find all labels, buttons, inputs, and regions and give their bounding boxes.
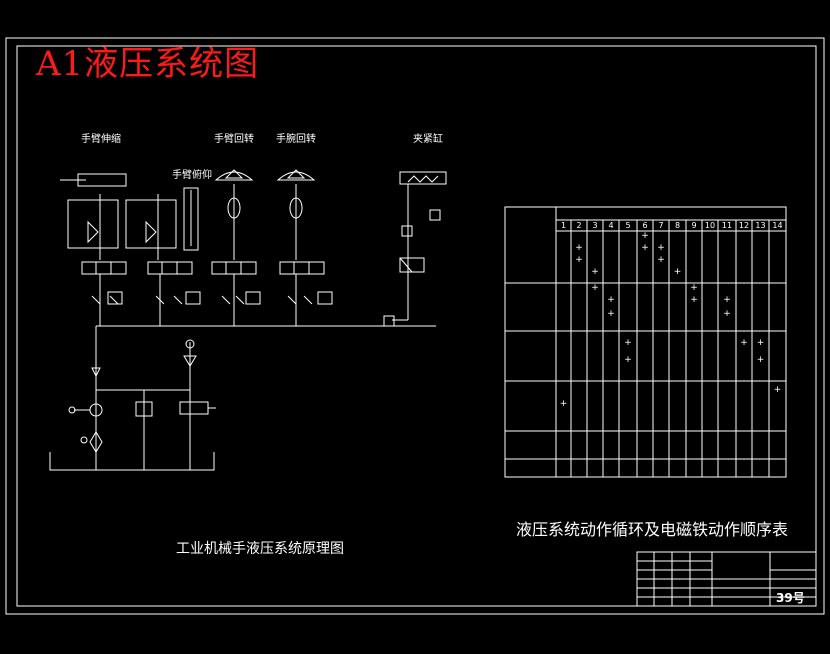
label-clamp: 夹紧缸 <box>413 134 443 145</box>
sequence-mark: + <box>607 309 615 319</box>
sequence-table-column-number: 1 <box>560 221 567 230</box>
sequence-table-column-number: 3 <box>592 221 598 230</box>
sequence-mark: + <box>641 243 649 253</box>
sequence-table-column-number: 10 <box>704 221 716 230</box>
sequence-table-column-number: 7 <box>658 221 664 230</box>
sequence-table-column-number: 12 <box>738 221 750 230</box>
sequence-mark: + <box>657 255 665 265</box>
sequence-mark: + <box>624 355 632 365</box>
sequence-table-column-number: 11 <box>721 221 733 230</box>
circuit-caption: 工业机械手液压系统原理图 <box>176 541 344 557</box>
sequence-table-column-number: 14 <box>772 221 783 230</box>
sequence-mark: + <box>723 295 731 305</box>
sequence-table-column-number: 9 <box>691 221 697 230</box>
sequence-mark: + <box>591 283 599 293</box>
sequence-table-column-number: 13 <box>755 221 766 230</box>
sequence-table-column-number: 2 <box>576 221 582 230</box>
sequence-table-column-number: 8 <box>674 221 681 230</box>
label-wrist-rotate: 手腕回转 <box>276 134 316 145</box>
sequence-table-column-number: 4 <box>608 221 614 230</box>
sequence-table-marks: + + + + + + + + + + + + + + + + + + + + + + <box>560 231 782 409</box>
sequence-mark: + <box>607 295 615 305</box>
sequence-mark: + <box>560 399 568 409</box>
table-caption: 液压系统动作循环及电磁铁动作顺序表 <box>516 520 789 539</box>
label-arm-extend: 手臂伸缩 <box>81 134 121 145</box>
sequence-mark: + <box>740 338 748 348</box>
sequence-mark: + <box>757 338 765 348</box>
sheet-number: 39号 <box>776 591 805 605</box>
sequence-mark: + <box>723 309 731 319</box>
sequence-mark: + <box>641 231 649 241</box>
drawing-title: A1液压系统图 <box>36 44 260 84</box>
sequence-mark: + <box>575 255 583 265</box>
sequence-mark: + <box>674 267 682 277</box>
sequence-mark: + <box>657 243 665 253</box>
sequence-mark: + <box>757 355 765 365</box>
sequence-table-grid <box>504 206 787 478</box>
sequence-mark: + <box>690 295 698 305</box>
sequence-mark: + <box>591 267 599 277</box>
outer-frame <box>5 37 825 615</box>
inner-frame <box>16 45 817 607</box>
sequence-mark: + <box>624 338 632 348</box>
label-wrist-pitch: 手臂俯仰 <box>172 170 212 181</box>
sequence-table-column-number: 5 <box>625 221 631 230</box>
hydraulic-circuit <box>49 169 447 471</box>
sequence-mark: + <box>575 243 583 253</box>
title-block <box>636 551 817 607</box>
label-arm-rotate: 手臂回转 <box>214 134 254 145</box>
sequence-mark: + <box>774 385 782 395</box>
sequence-mark: + <box>690 283 698 293</box>
sequence-table-column-number: 6 <box>642 221 648 230</box>
